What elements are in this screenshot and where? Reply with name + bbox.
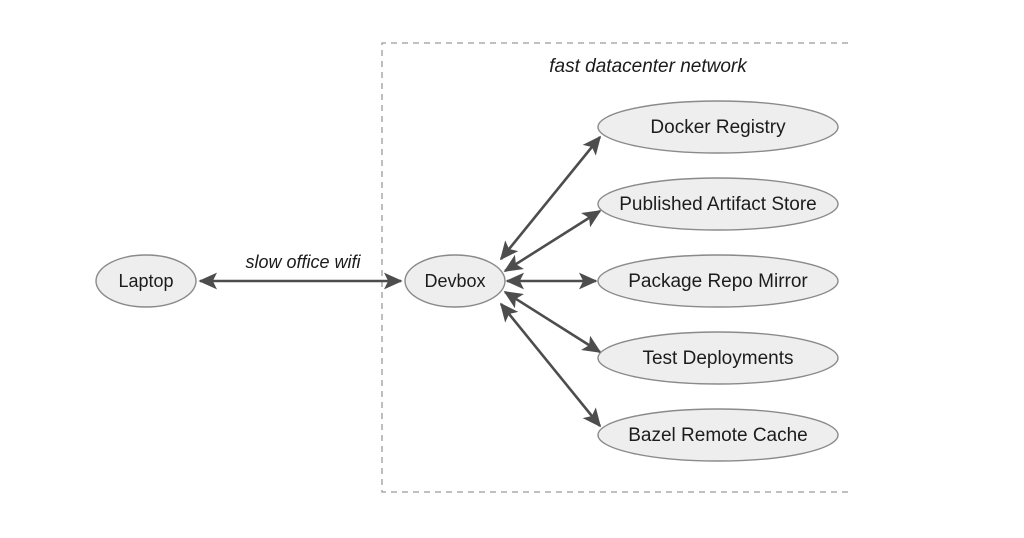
edge-devbox-artifact (503, 209, 602, 273)
node-shape-bazel (597, 408, 839, 462)
node-devbox[interactable]: Devbox (404, 254, 506, 308)
boundary-dashed-outline (381, 42, 848, 493)
node-laptop[interactable]: Laptop (95, 254, 197, 308)
edge-label-laptop-devbox: slow office wifi (245, 252, 361, 272)
edge-devbox-tests (503, 290, 602, 354)
edge-label-layer: slow office wifi (245, 252, 361, 272)
node-docker[interactable]: Docker Registry (597, 100, 839, 154)
node-artifact[interactable]: Published Artifact Store (597, 177, 839, 231)
node-label-tests: Test Deployments (642, 348, 793, 369)
node-label-devbox: Devbox (424, 271, 485, 291)
node-label-artifact: Published Artifact Store (619, 194, 817, 215)
node-label-docker: Docker Registry (650, 117, 786, 138)
edge-devbox-bazel (499, 302, 602, 428)
node-shape-devbox (404, 254, 506, 308)
edge-devbox-docker (499, 135, 602, 261)
node-package[interactable]: Package Repo Mirror (597, 254, 839, 308)
node-shape-docker (597, 100, 839, 154)
datacenter-boundary (381, 42, 848, 493)
node-shape-tests (597, 331, 839, 385)
node-label-package: Package Repo Mirror (628, 271, 808, 292)
node-label-bazel: Bazel Remote Cache (628, 425, 808, 446)
node-shape-artifact (597, 177, 839, 231)
node-label-laptop: Laptop (118, 271, 173, 291)
boundary-title: fast datacenter network (549, 56, 748, 77)
node-bazel[interactable]: Bazel Remote Cache (597, 408, 839, 462)
edge-layer (198, 135, 602, 428)
node-shape-package (597, 254, 839, 308)
node-shape-laptop (95, 254, 197, 308)
node-tests[interactable]: Test Deployments (597, 331, 839, 385)
